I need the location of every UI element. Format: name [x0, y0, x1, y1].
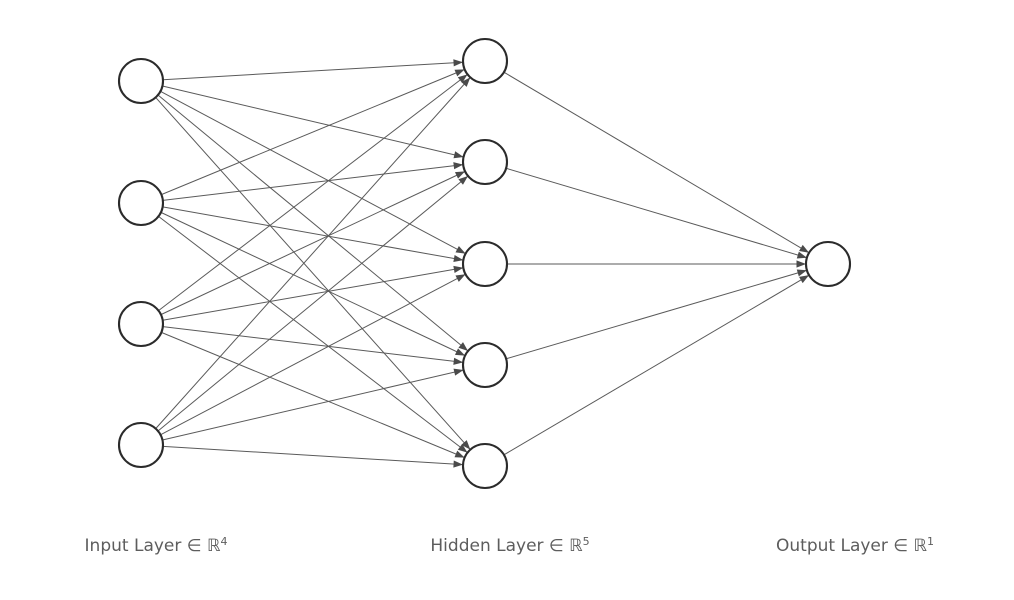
edge-arrowhead	[453, 254, 464, 263]
edge-arrowhead	[453, 368, 464, 376]
edge-arrowhead	[455, 246, 466, 254]
neuron-node-hidden-4[interactable]	[461, 341, 509, 389]
edge-arrowhead	[453, 460, 464, 468]
connection-edge	[158, 215, 468, 454]
connection-edge	[157, 94, 469, 352]
connection-edge	[155, 77, 471, 429]
connection-edge	[161, 68, 465, 196]
connection-edge	[162, 267, 464, 321]
edge-arrowhead	[796, 269, 807, 277]
connection-edge	[162, 85, 464, 158]
neuron-node-output-1[interactable]	[804, 240, 852, 288]
layer-label-output: Output Layer ∈ ℝ1	[776, 535, 934, 556]
layer-label-hidden: Hidden Layer ∈ ℝ5	[430, 535, 589, 556]
edge-arrowhead	[461, 440, 471, 450]
edge-arrowhead	[453, 265, 464, 273]
connection-edge	[160, 170, 466, 316]
neuron-node-hidden-2[interactable]	[461, 138, 509, 186]
edge-arrowhead	[453, 162, 464, 170]
edge-arrowhead	[796, 251, 807, 259]
edge-arrowhead	[458, 342, 469, 351]
edge-arrowhead	[457, 444, 468, 453]
connection-edge	[155, 97, 471, 450]
connection-edge	[160, 211, 466, 357]
connection-edge	[162, 326, 464, 363]
edge-arrowhead	[453, 59, 464, 67]
connection-edge	[162, 206, 464, 261]
edge-arrowhead	[453, 357, 464, 365]
connection-edge	[160, 273, 466, 436]
connection-edge	[505, 269, 808, 360]
edge-arrowhead	[799, 275, 810, 284]
neuron-node-input-4[interactable]	[117, 421, 165, 469]
edge-arrowhead	[461, 77, 471, 87]
connection-edge	[162, 445, 464, 466]
connection-edge	[158, 73, 468, 312]
edge-arrowhead	[454, 171, 466, 179]
neuron-node-hidden-1[interactable]	[461, 37, 509, 85]
edge-arrowhead	[455, 274, 466, 282]
arrowheads-group	[453, 59, 810, 468]
neuron-node-input-1[interactable]	[117, 57, 165, 105]
edge-arrowhead	[454, 450, 465, 458]
connection-edge	[505, 167, 808, 259]
edge-arrowhead	[799, 244, 810, 253]
edge-arrowhead	[458, 175, 469, 185]
connection-edge	[157, 175, 469, 432]
neuron-node-input-3[interactable]	[117, 300, 165, 348]
edge-arrowhead	[453, 151, 464, 159]
connection-edge	[161, 331, 465, 459]
connection-edge	[162, 369, 464, 441]
neuron-node-hidden-5[interactable]	[461, 442, 509, 490]
connection-edge	[162, 61, 464, 81]
edges-group	[155, 61, 810, 466]
edge-arrowhead	[457, 74, 468, 83]
layer-label-input: Input Layer ∈ ℝ4	[85, 535, 228, 556]
layer-labels-group: Input Layer ∈ ℝ4 Hidden Layer ∈ ℝ5 Output …	[85, 535, 934, 556]
connection-edge	[162, 164, 464, 201]
edge-arrowhead	[454, 69, 465, 77]
connection-edge	[160, 90, 466, 255]
connection-edge	[503, 274, 810, 456]
edge-arrowhead	[454, 348, 466, 356]
edge-arrowhead	[796, 260, 806, 268]
neuron-node-hidden-3[interactable]	[461, 240, 509, 288]
nodes-group	[117, 37, 852, 490]
neuron-node-input-2[interactable]	[117, 179, 165, 227]
connection-edge	[503, 71, 810, 254]
